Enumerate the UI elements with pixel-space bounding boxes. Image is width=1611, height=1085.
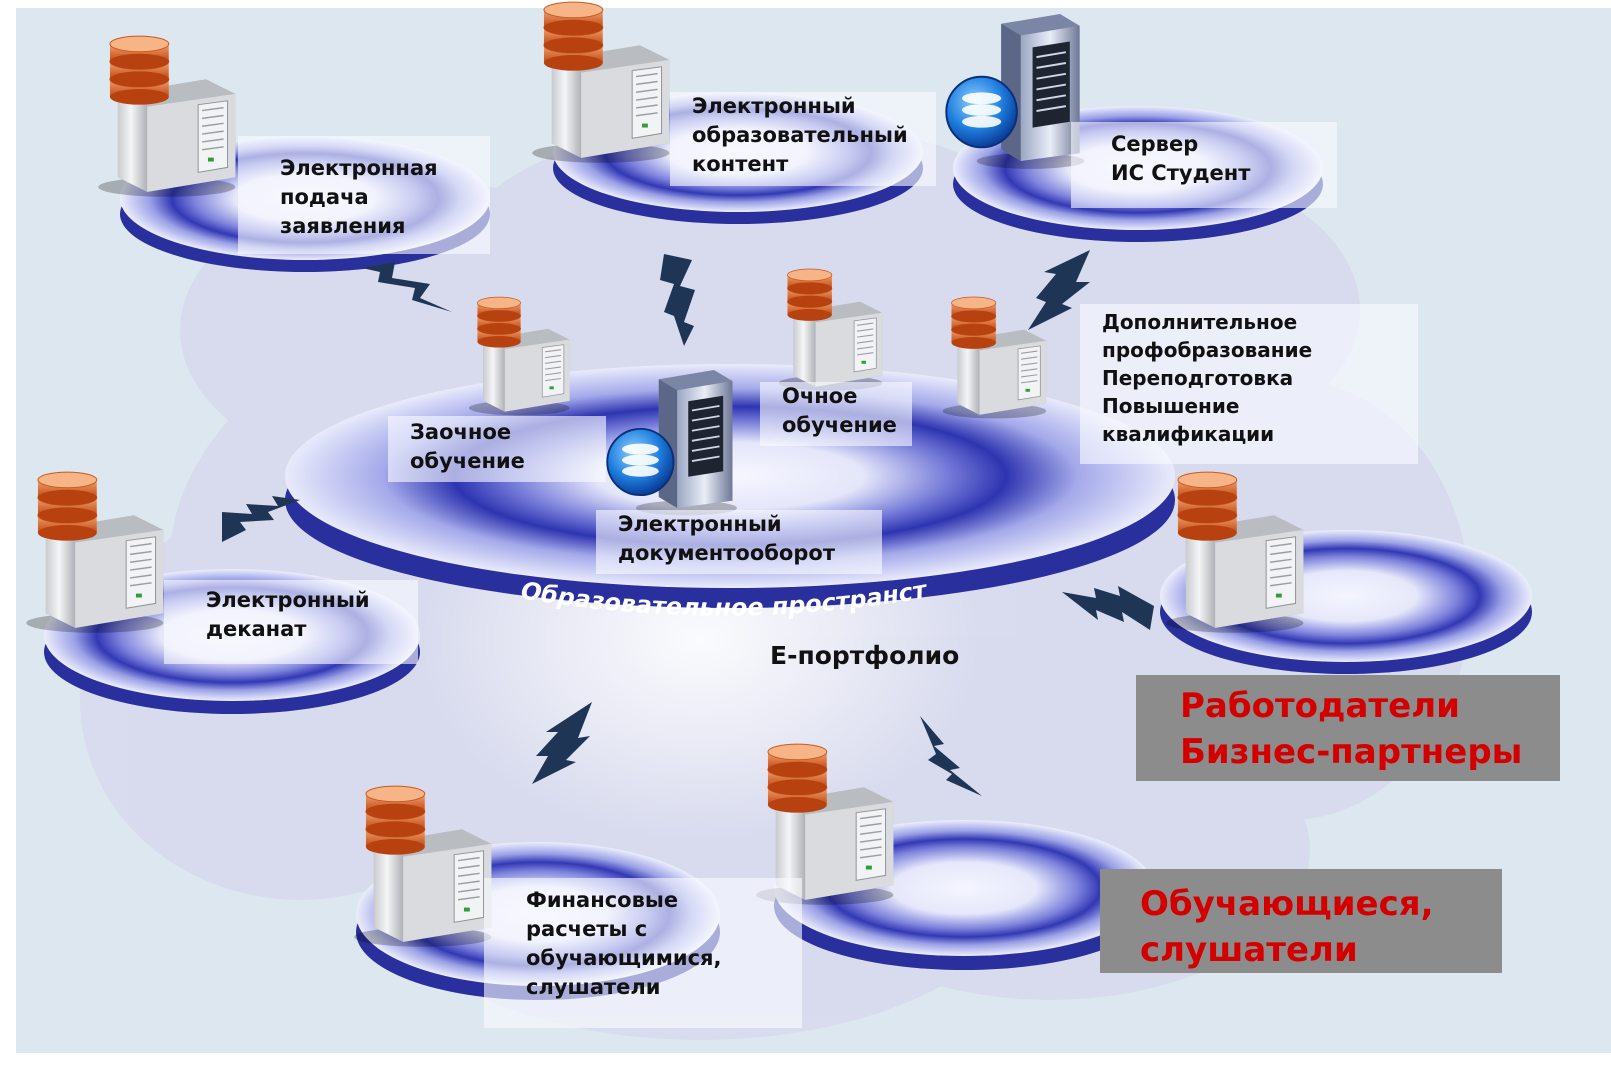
node-text-line: обучающимися, xyxy=(526,946,722,970)
lightning-bolts xyxy=(222,250,1154,796)
node-text-line: Повышение xyxy=(1102,394,1240,418)
node-text-line: обучение xyxy=(782,413,897,437)
server-icon-content xyxy=(532,1,670,163)
node-server-is-student: Сервер ИС Студент xyxy=(1071,122,1337,208)
node-electronic-content: Электронный образовательный контент xyxy=(670,92,936,186)
node-text-line: слушатели xyxy=(526,975,661,999)
server-icon-application xyxy=(98,35,236,197)
node-electronic-deanery: Электронный деканат xyxy=(164,580,418,664)
node-extramural-learning: Заочное обучение xyxy=(388,416,606,482)
node-text-line: Заочное xyxy=(410,420,512,444)
tower-server-icon-is-student xyxy=(945,14,1085,169)
node-text-line: Электронный xyxy=(618,512,782,536)
lightning-bolt-deanery xyxy=(222,496,300,542)
server-icon-finance xyxy=(354,785,492,947)
node-text-line: Электронный xyxy=(692,94,856,118)
node-text-line: Дополнительное xyxy=(1102,310,1298,334)
node-text-line: Финансовые xyxy=(526,888,679,912)
server-icons xyxy=(26,1,1304,947)
node-text-line: образовательный xyxy=(692,123,908,147)
node-electronic-application: Электронная подача заявления xyxy=(238,136,490,254)
e-portfolio-label: Е-портфолио xyxy=(770,641,960,670)
database-disk-stack xyxy=(37,471,98,541)
database-disk-stack xyxy=(477,296,521,348)
stakeholder-text-line: слушатели xyxy=(1140,930,1358,970)
lightning-bolt-server xyxy=(1028,250,1090,330)
server-icon-extramural xyxy=(468,296,570,416)
node-text-line: расчеты с xyxy=(526,917,648,941)
node-text-line: подача xyxy=(280,185,369,209)
node-financial-settlements: Финансовые расчеты с обучающимися, слуша… xyxy=(484,878,802,1028)
lightning-bolt-application xyxy=(362,262,452,312)
stakeholder-text-line: Бизнес-партнеры xyxy=(1180,732,1523,772)
server-icon-students xyxy=(756,743,894,905)
node-electronic-docflow: Электронный документооборот xyxy=(596,510,882,574)
lightning-bolt-finance xyxy=(532,702,592,784)
node-text-line: профобразование xyxy=(1102,338,1313,362)
node-text-line: Электронная xyxy=(280,156,438,180)
server-icon-fulltime xyxy=(778,268,883,391)
lightning-bolt-content xyxy=(660,254,695,346)
node-text-line: ИС Студент xyxy=(1111,161,1251,185)
node-text-line: Сервер xyxy=(1111,132,1199,156)
server-icon-employers xyxy=(1166,471,1304,633)
lightning-bolt-students xyxy=(920,716,982,796)
database-disk-stack xyxy=(543,1,604,71)
stakeholder-employers: Работодатели Бизнес-партнеры xyxy=(1136,675,1560,781)
node-text-line: обучение xyxy=(410,449,525,473)
database-disk-stack xyxy=(1177,471,1238,541)
server-icon-additional xyxy=(942,296,1047,419)
database-disk-stack xyxy=(365,785,426,855)
node-text-line: документооборот xyxy=(618,541,835,565)
database-disk-stack xyxy=(109,35,170,105)
database-disk-stack xyxy=(951,296,997,349)
node-text-line: деканат xyxy=(206,617,307,641)
database-disk-stack xyxy=(767,743,828,813)
lightning-bolt-employers xyxy=(1062,586,1154,630)
database-disk-stack xyxy=(787,268,833,321)
tower-server-icon-docflow xyxy=(606,370,737,516)
stakeholder-text-line: Работодатели xyxy=(1180,686,1460,726)
node-text-line: заявления xyxy=(280,214,406,238)
node-text-line: контент xyxy=(692,152,789,176)
stakeholder-students: Обучающиеся, слушатели xyxy=(1100,869,1502,973)
server-icon-deanery xyxy=(26,471,164,633)
node-fulltime-learning: Очное обучение xyxy=(760,382,912,446)
node-additional-education: Дополнительное профобразование Переподго… xyxy=(1080,304,1418,464)
node-text-line: Очное xyxy=(782,384,858,408)
node-text-line: Переподготовка xyxy=(1102,366,1294,390)
node-text-line: квалификации xyxy=(1102,422,1275,446)
node-text-line: Электронный xyxy=(206,588,370,612)
stakeholder-text-line: Обучающиеся, xyxy=(1140,884,1434,924)
